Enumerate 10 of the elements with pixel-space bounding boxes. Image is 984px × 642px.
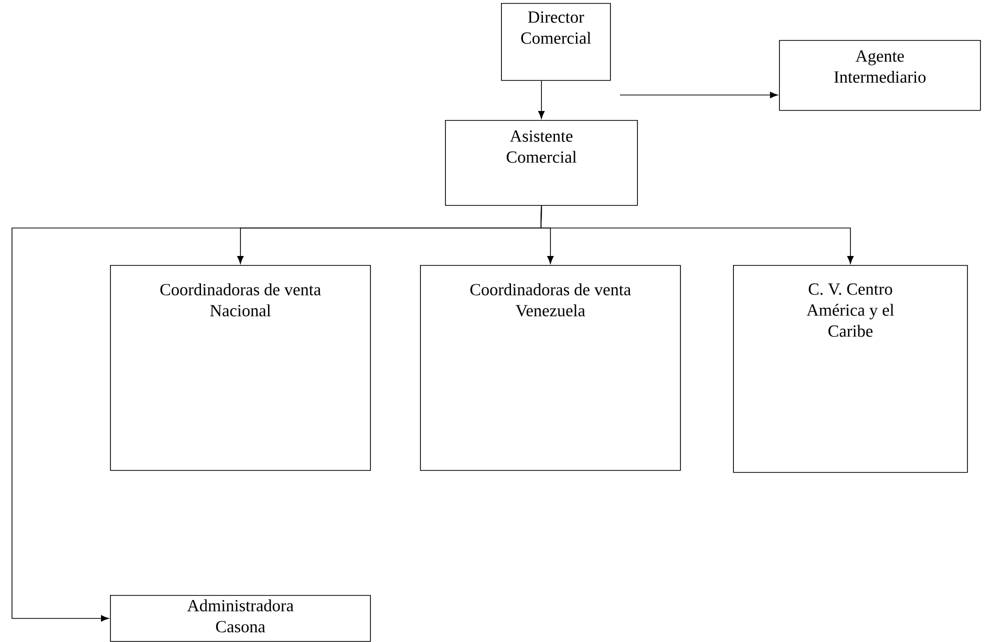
arrow xyxy=(620,92,778,98)
org-box: Coordinadoras de venta Venezuela xyxy=(420,265,681,471)
org-box: Asistente Comercial xyxy=(445,120,638,206)
org-box: Director Comercial xyxy=(501,3,611,81)
org-box: Agente Intermediario xyxy=(779,40,981,111)
org-box: Coordinadoras de venta Nacional xyxy=(110,265,371,471)
org-box: Administradora Casona xyxy=(110,595,371,642)
arrow xyxy=(12,205,542,622)
org-box: C. V. Centro América y el Caribe xyxy=(733,265,968,473)
arrow xyxy=(538,80,545,119)
